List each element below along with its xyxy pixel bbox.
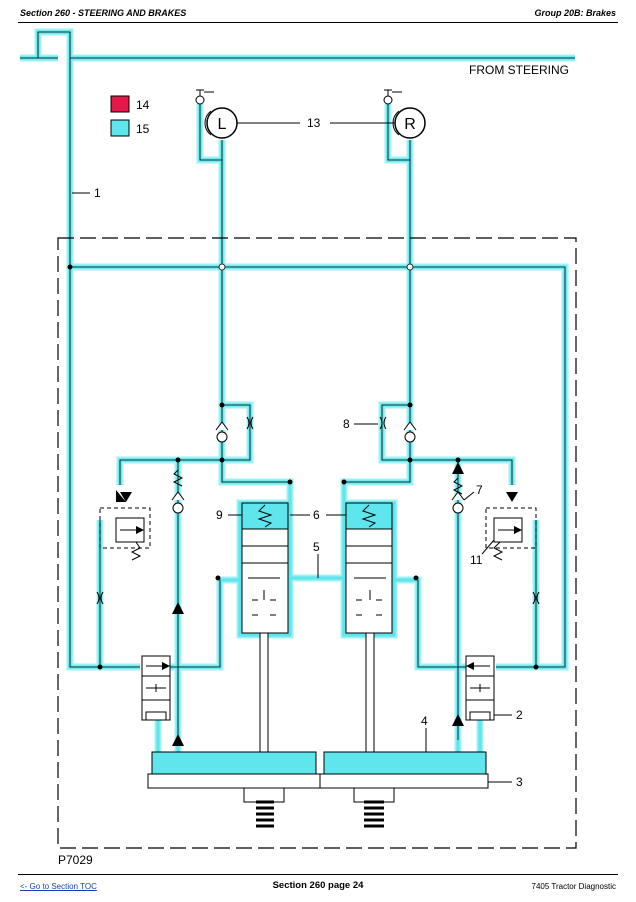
orifice-icon <box>96 416 540 605</box>
pedal-left-label: L <box>218 116 227 133</box>
legend-swatch-14 <box>110 95 130 113</box>
callout-5: 5 <box>313 540 320 554</box>
callout-3: 3 <box>516 775 523 789</box>
pedal-right-label: R <box>404 116 416 133</box>
legend-label-14: 14 <box>136 98 150 112</box>
hydraulic-lines <box>20 28 575 752</box>
junction-dots <box>67 264 539 670</box>
right-brake-pedal-icon: R <box>392 107 426 139</box>
callout-13: 13 <box>307 116 321 130</box>
page-number: Section 260 page 24 <box>272 880 364 891</box>
callout-2: 2 <box>516 708 523 722</box>
callout-8: 8 <box>343 417 350 431</box>
section-title: Section 260 - STEERING AND BRAKES <box>20 8 187 18</box>
check-valve-icon <box>171 421 465 514</box>
callout-numbers: 1 2 3 4 5 6 7 8 9 11 13 <box>72 116 523 789</box>
equalizing-valve-right <box>465 655 495 721</box>
brake-valve-housing <box>57 237 577 849</box>
from-steering-label: FROM STEERING <box>469 63 569 77</box>
callout-1: 1 <box>94 186 101 200</box>
brake-housing-left <box>147 751 321 828</box>
callout-6: 6 <box>313 508 320 522</box>
brake-cylinder-right <box>345 502 393 634</box>
left-brake-pedal-icon: L <box>204 107 238 139</box>
legend-label-15: 15 <box>136 122 150 136</box>
spring-icon <box>172 469 464 495</box>
figure-id: P7029 <box>58 853 93 867</box>
bleed-screw-icon <box>195 89 402 105</box>
brake-cylinder-left <box>241 502 289 634</box>
flow-arrow-icon <box>172 462 464 746</box>
pressure-regulating-valve-right <box>485 492 537 561</box>
callout-11: 11 <box>470 553 483 567</box>
color-legend: 14 15 <box>110 95 150 137</box>
product-name: 7405 Tractor Diagnostic <box>531 882 617 891</box>
header-rule <box>18 22 618 23</box>
legend-swatch-15 <box>110 119 130 137</box>
equalizing-valve-left <box>141 655 171 721</box>
callout-4: 4 <box>421 714 428 728</box>
footer-rule <box>18 874 618 875</box>
callout-7: 7 <box>476 483 483 497</box>
pressure-regulating-valve-left <box>99 490 151 561</box>
group-title: Group 20B: Brakes <box>534 8 616 18</box>
callout-9: 9 <box>216 508 223 522</box>
brake-housing-right <box>319 751 489 828</box>
go-to-section-toc-link[interactable]: <- Go to Section TOC <box>20 882 97 891</box>
